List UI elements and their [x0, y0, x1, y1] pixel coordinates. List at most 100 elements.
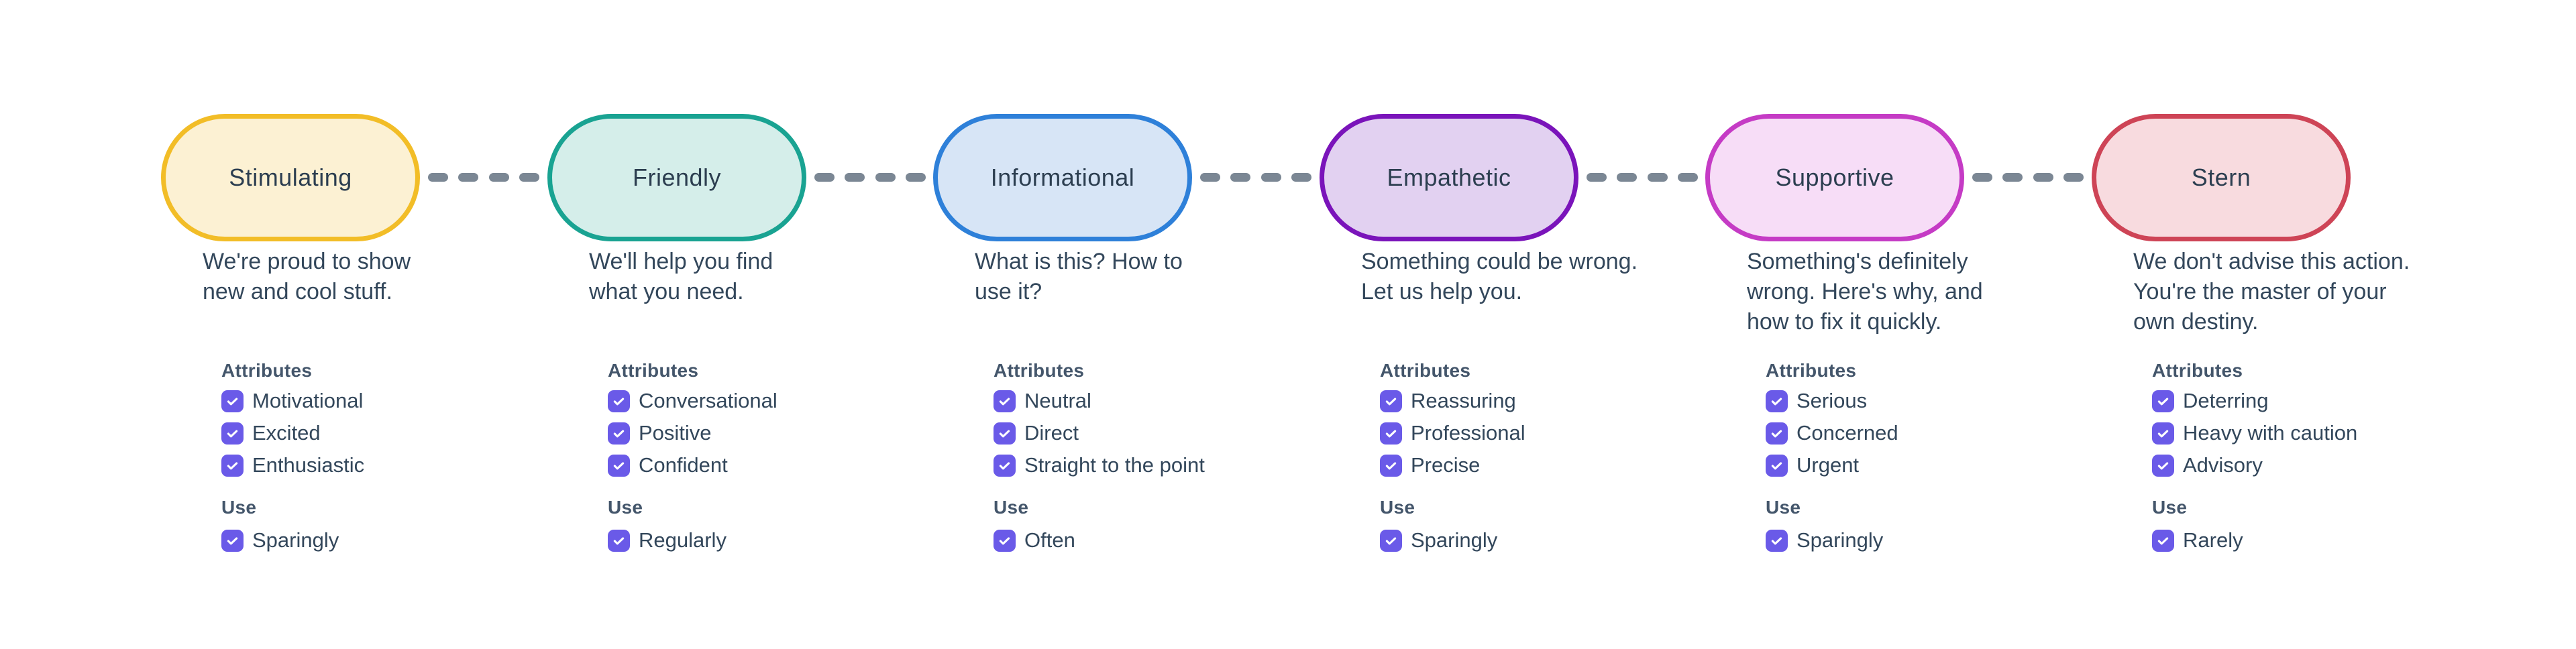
- check-icon: [2157, 461, 2169, 469]
- use-heading: Use: [2152, 497, 2188, 518]
- checkbox-checked-icon[interactable]: [1766, 454, 1788, 477]
- dash: [428, 173, 448, 182]
- checkbox-label: Urgent: [1796, 453, 1860, 477]
- attribute-checkbox-row[interactable]: Precise: [1380, 449, 1525, 481]
- checkbox-checked-icon[interactable]: [1766, 390, 1788, 412]
- attribute-checkbox-row[interactable]: Deterring: [2152, 385, 2357, 417]
- attribute-checkbox-row[interactable]: Professional: [1380, 417, 1525, 449]
- checkbox-checked-icon[interactable]: [1380, 422, 1402, 445]
- attributes-heading: Attributes: [608, 360, 699, 381]
- use-checkbox-row[interactable]: Often: [994, 524, 1075, 556]
- checkbox-checked-icon[interactable]: [2152, 454, 2174, 477]
- checkbox-checked-icon[interactable]: [2152, 422, 2174, 445]
- tone-description: Something's definitely wrong. Here's why…: [1747, 249, 1983, 335]
- checkbox-checked-icon[interactable]: [1380, 454, 1402, 477]
- checkbox-label: Professional: [1411, 421, 1525, 445]
- attribute-checkbox-row[interactable]: Motivational: [221, 385, 364, 417]
- dash: [1677, 173, 1698, 182]
- dash: [814, 173, 835, 182]
- check-icon: [613, 536, 625, 544]
- checkbox-label: Conversational: [639, 389, 777, 412]
- attribute-checkbox-row[interactable]: Concerned: [1766, 417, 1898, 449]
- checkbox-label: Heavy with caution: [2183, 421, 2358, 445]
- attribute-checkbox-row[interactable]: Urgent: [1766, 449, 1898, 481]
- check-icon: [1385, 536, 1397, 544]
- attribute-checkbox-row[interactable]: Confident: [608, 449, 777, 481]
- checkbox-checked-icon[interactable]: [608, 529, 630, 552]
- tone-name: Empathetic: [1387, 164, 1511, 191]
- checkbox-checked-icon[interactable]: [608, 390, 630, 412]
- check-icon: [999, 536, 1010, 544]
- use-checkbox-row[interactable]: Regularly: [608, 524, 727, 556]
- checkbox-label: Sparingly: [252, 528, 339, 552]
- checkbox-checked-icon[interactable]: [994, 390, 1016, 412]
- check-icon: [1771, 397, 1782, 405]
- checkbox-checked-icon[interactable]: [221, 390, 244, 412]
- attribute-checkbox-row[interactable]: Reassuring: [1380, 385, 1525, 417]
- use-heading: Use: [994, 497, 1029, 518]
- checkbox-checked-icon[interactable]: [221, 529, 244, 552]
- check-icon: [1771, 536, 1782, 544]
- tone-column: Friendly We'll help you find what you ne…: [547, 0, 934, 649]
- attribute-checkbox-row[interactable]: Serious: [1766, 385, 1898, 417]
- checkbox-label: Reassuring: [1411, 389, 1516, 412]
- checkbox-label: Concerned: [1796, 421, 1898, 445]
- attribute-checkbox-row[interactable]: Straight to the point: [994, 449, 1205, 481]
- checkbox-checked-icon[interactable]: [994, 454, 1016, 477]
- dash: [1260, 173, 1281, 182]
- checkbox-checked-icon[interactable]: [608, 422, 630, 445]
- check-icon: [999, 397, 1010, 405]
- dash: [1291, 173, 1311, 182]
- checkbox-checked-icon[interactable]: [2152, 529, 2174, 552]
- checkbox-checked-icon[interactable]: [994, 422, 1016, 445]
- check-icon: [1771, 461, 1782, 469]
- use-checkbox-row[interactable]: Rarely: [2152, 524, 2243, 556]
- tone-description: We'll help you find what you need.: [589, 249, 773, 304]
- check-icon: [2157, 397, 2169, 405]
- attributes-heading: Attributes: [221, 360, 313, 381]
- check-icon: [1771, 429, 1782, 437]
- tone-pill: Informational: [933, 114, 1192, 241]
- attributes-heading: Attributes: [2152, 360, 2243, 381]
- attributes-heading: Attributes: [1380, 360, 1471, 381]
- dash: [1230, 173, 1251, 182]
- checkbox-checked-icon[interactable]: [221, 422, 244, 445]
- check-icon: [227, 536, 238, 544]
- tone-pill: Empathetic: [1320, 114, 1578, 241]
- tone-column: Stern We don't advise this action. You'r…: [2092, 0, 2478, 649]
- checkbox-checked-icon[interactable]: [1766, 529, 1788, 552]
- use-checkbox-row[interactable]: Sparingly: [1380, 524, 1497, 556]
- attribute-checkbox-row[interactable]: Conversational: [608, 385, 777, 417]
- attribute-checkbox-row[interactable]: Positive: [608, 417, 777, 449]
- dash: [1647, 173, 1668, 182]
- tone-name: Informational: [990, 164, 1135, 191]
- checkbox-label: Neutral: [1024, 389, 1091, 412]
- check-icon: [2157, 429, 2169, 437]
- tone-pill: Stern: [2092, 114, 2351, 241]
- checkbox-checked-icon[interactable]: [1380, 390, 1402, 412]
- checkbox-checked-icon[interactable]: [2152, 390, 2174, 412]
- checkbox-label: Direct: [1024, 421, 1079, 445]
- attribute-checkbox-row[interactable]: Direct: [994, 417, 1205, 449]
- use-checkbox-row[interactable]: Sparingly: [1766, 524, 1883, 556]
- use-checkbox-row[interactable]: Sparingly: [221, 524, 339, 556]
- attribute-checkbox-row[interactable]: Enthusiastic: [221, 449, 364, 481]
- checkbox-checked-icon[interactable]: [221, 454, 244, 477]
- attribute-checkbox-row[interactable]: Advisory: [2152, 449, 2357, 481]
- checkbox-label: Excited: [252, 421, 321, 445]
- connector-dashes: [428, 173, 539, 182]
- attribute-checkbox-row[interactable]: Neutral: [994, 385, 1205, 417]
- attribute-checkbox-row[interactable]: Heavy with caution: [2152, 417, 2357, 449]
- tone-column: Empathetic Something could be wrong. Let…: [1320, 0, 1706, 649]
- tone-pill: Friendly: [547, 114, 806, 241]
- checkbox-label: Motivational: [252, 389, 364, 412]
- checkbox-checked-icon[interactable]: [994, 529, 1016, 552]
- checkbox-checked-icon[interactable]: [1766, 422, 1788, 445]
- connector-dashes: [814, 173, 926, 182]
- attribute-checkbox-row[interactable]: Excited: [221, 417, 364, 449]
- attributes-list: Serious Concerned Urgent: [1766, 385, 1898, 481]
- check-icon: [613, 397, 625, 405]
- checkbox-checked-icon[interactable]: [1380, 529, 1402, 552]
- checkbox-checked-icon[interactable]: [608, 454, 630, 477]
- use-heading: Use: [221, 497, 257, 518]
